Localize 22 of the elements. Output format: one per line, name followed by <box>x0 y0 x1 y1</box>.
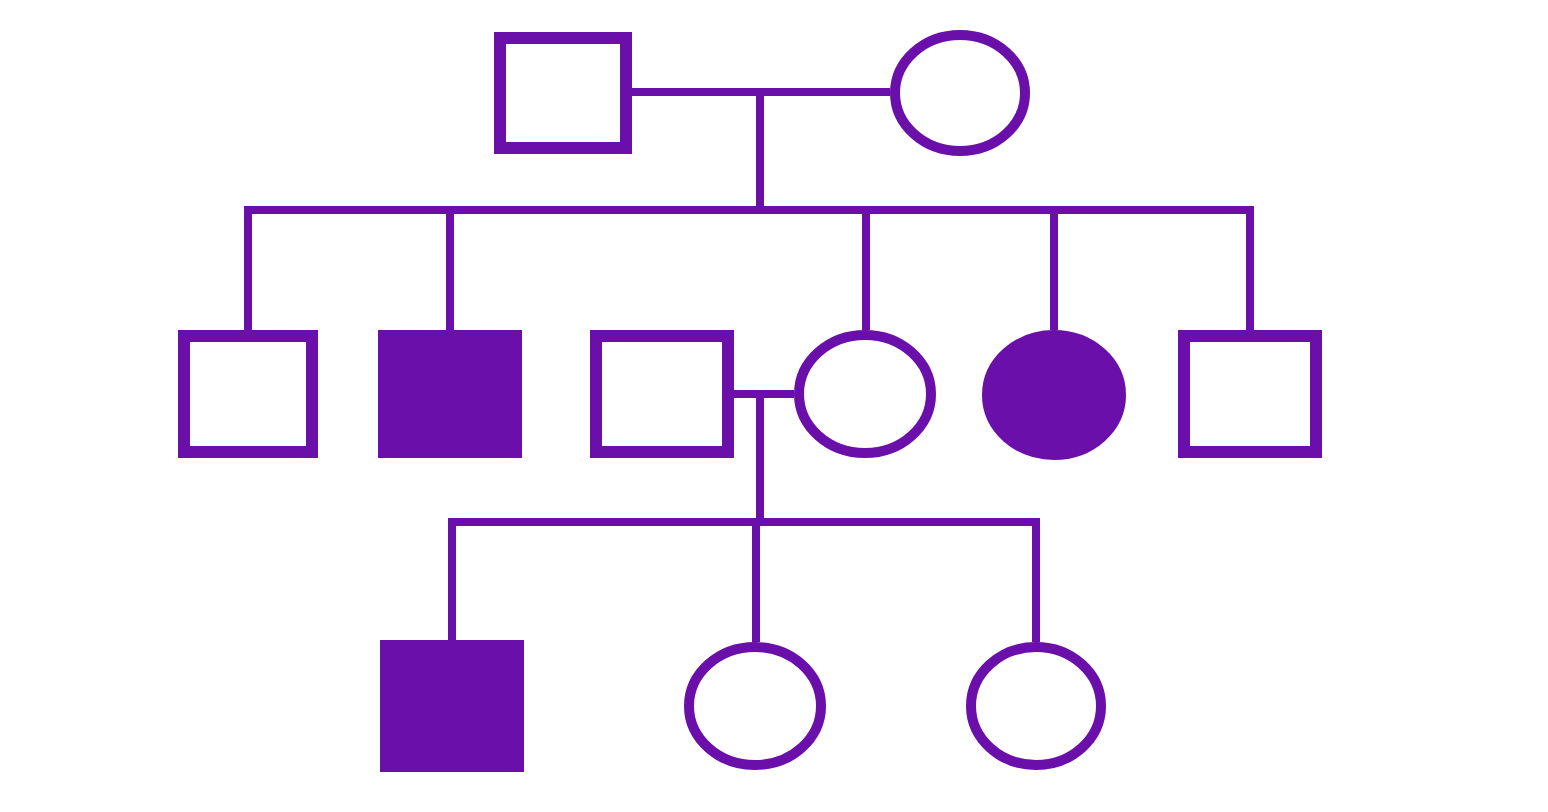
filled-square-symbol <box>378 330 522 458</box>
pedigree-line <box>632 88 760 96</box>
pedigree-line <box>1032 522 1040 642</box>
pedigree-line <box>734 390 760 398</box>
square-symbol <box>494 32 632 154</box>
pedigree-line <box>446 210 454 330</box>
pedigree-line <box>1246 210 1254 330</box>
circle-symbol <box>890 30 1030 156</box>
square-symbol <box>178 330 318 458</box>
pedigree-line <box>1050 210 1058 330</box>
square-symbol <box>1178 330 1322 458</box>
filled-circle-symbol <box>982 330 1126 460</box>
circle-symbol <box>794 330 936 458</box>
filled-square-symbol <box>380 640 524 772</box>
circle-symbol <box>966 642 1106 770</box>
pedigree-line <box>760 390 794 398</box>
circle-symbol <box>684 642 826 770</box>
square-symbol <box>590 330 734 458</box>
pedigree-line <box>752 522 760 642</box>
pedigree-line <box>862 210 870 330</box>
pedigree-line <box>448 518 1040 526</box>
pedigree-line <box>448 522 456 640</box>
